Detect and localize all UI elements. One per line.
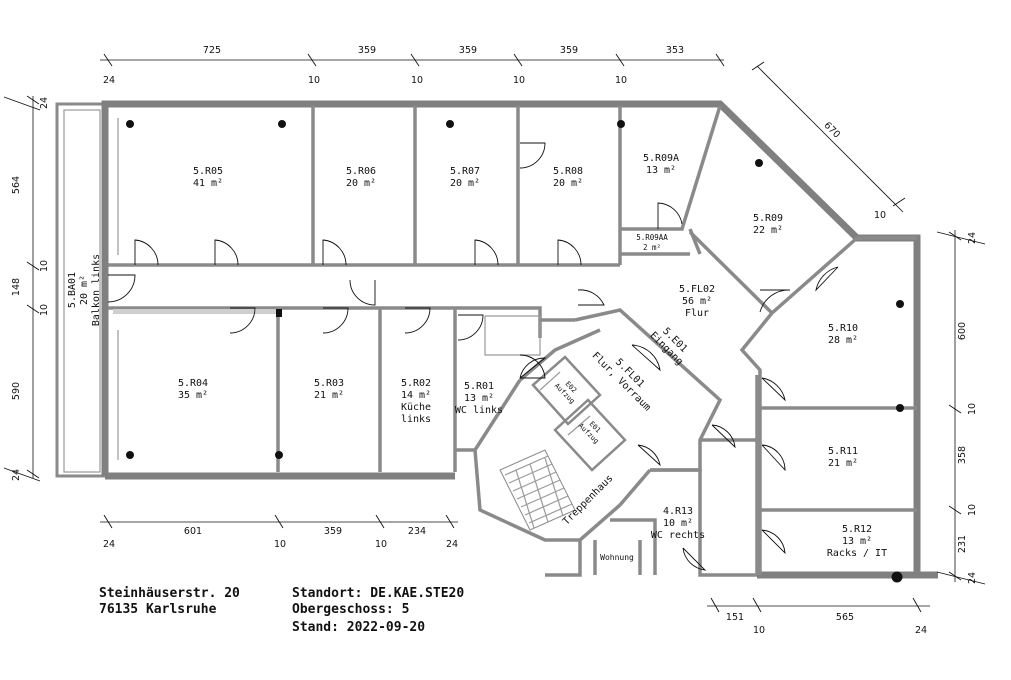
dim-bl-5: 234 (408, 526, 426, 537)
dim-right-5: 231 (957, 535, 968, 553)
room-r07-area: 20 m² (450, 178, 480, 189)
room-r09a-area: 13 m² (646, 165, 676, 176)
dim-top-2: 10 (308, 75, 320, 86)
room-r09-id: 5.R09 (753, 213, 783, 224)
room-r08-id: 5.R08 (553, 166, 583, 177)
room-r08-area: 20 m² (553, 178, 583, 189)
room-fl02-area: 56 m² (682, 296, 712, 307)
room-r11-area: 21 m² (828, 458, 858, 469)
room-r04-id: 5.R04 (178, 378, 208, 389)
footer-floor: Obergeschoss: 5 (292, 602, 409, 617)
room-r06-area: 20 m² (346, 178, 376, 189)
dim-left-5: 590 (11, 382, 22, 400)
dim-diag-0: 670 (821, 120, 842, 141)
dim-left-2: 10 (39, 260, 50, 272)
room-r13-id: 4.R13 (663, 506, 693, 517)
room-r01-id: 5.R01 (464, 381, 494, 392)
dim-bl-3: 359 (324, 526, 342, 537)
dimensions: 24 725 10 359 10 359 10 359 10 353 670 1… (3, 45, 986, 636)
room-r12-area: 13 m² (842, 536, 872, 547)
room-r09aa-id: 5.R09AA (636, 233, 668, 242)
room-r12-id: 5.R12 (842, 524, 872, 535)
footer-site: Standort: DE.KAE.STE20 (292, 586, 464, 601)
dim-bl-0: 24 (103, 539, 115, 550)
dim-bl-2: 10 (274, 539, 286, 550)
dim-bl-4: 10 (375, 539, 387, 550)
room-labels: 5.R05 41 m² 5.R06 20 m² 5.R07 20 m² 5.R0… (67, 153, 887, 562)
room-ba01-name: Balkon links (91, 254, 102, 326)
room-r02-area: 14 m² (401, 390, 431, 401)
room-fl02-id: 5.FL02 (679, 284, 715, 295)
dim-left-0: 24 (39, 97, 50, 109)
room-r04-area: 35 m² (178, 390, 208, 401)
dim-left-6: 24 (11, 469, 22, 481)
dim-left-4: 10 (39, 304, 50, 316)
dim-right-6: 24 (967, 572, 978, 584)
dim-left-3: 148 (11, 278, 22, 296)
room-r09-area: 22 m² (753, 225, 783, 236)
dim-top-7: 359 (560, 45, 578, 56)
room-fl02-name: Flur (685, 308, 709, 319)
room-r09a-id: 5.R09A (643, 153, 679, 164)
dim-top-0: 24 (103, 75, 115, 86)
dim-top-3: 359 (358, 45, 376, 56)
dim-top-6: 10 (513, 75, 525, 86)
room-r13-area: 10 m² (663, 518, 693, 529)
dim-right-1: 600 (957, 322, 968, 340)
room-r03-id: 5.R03 (314, 378, 344, 389)
room-r10-area: 28 m² (828, 335, 858, 346)
room-r05-id: 5.R05 (193, 166, 223, 177)
dim-diag-1: 10 (874, 210, 886, 221)
doors (107, 142, 839, 571)
treppenhaus-label: Treppenhaus (561, 473, 616, 528)
dim-br-0: 151 (726, 612, 744, 623)
dim-br-1: 10 (753, 625, 765, 636)
room-r13-name: WC rechts (651, 530, 705, 541)
walls (55, 100, 938, 579)
dim-br-2: 565 (836, 612, 854, 623)
footer-street: Steinhäuserstr. 20 (99, 586, 240, 601)
dim-top-1: 725 (203, 45, 221, 56)
footer: Steinhäuserstr. 20 76135 Karlsruhe Stand… (99, 586, 464, 635)
room-r07-id: 5.R07 (450, 166, 480, 177)
dim-br-3: 24 (915, 625, 927, 636)
footer-date: Stand: 2022-09-20 (292, 620, 425, 635)
room-r11-id: 5.R11 (828, 446, 858, 457)
room-ba01-area: 20 m² (79, 275, 90, 305)
room-ba01-id: 5.BA01 (67, 272, 78, 308)
wohnung-label: Wohnung (600, 553, 634, 562)
dim-left-1: 564 (11, 176, 22, 194)
dim-bl-1: 601 (184, 526, 202, 537)
room-r02-name1: Küche (401, 402, 431, 413)
room-r01-name: WC links (455, 405, 503, 416)
dim-top-8: 10 (615, 75, 627, 86)
room-r01-area: 13 m² (464, 393, 494, 404)
room-r05-area: 41 m² (193, 178, 223, 189)
room-r03-area: 21 m² (314, 390, 344, 401)
dim-right-0: 24 (967, 232, 978, 244)
fixture-dots (126, 120, 904, 583)
dim-top-9: 353 (666, 45, 684, 56)
stairs (499, 449, 576, 531)
dim-right-2: 10 (967, 403, 978, 415)
dim-top-4: 10 (411, 75, 423, 86)
room-r02-id: 5.R02 (401, 378, 431, 389)
footer-city: 76135 Karlsruhe (99, 602, 217, 617)
dim-bl-6: 24 (446, 539, 458, 550)
room-r09aa-area: 2 m² (643, 243, 661, 252)
dim-right-4: 10 (967, 504, 978, 516)
dim-right-3: 358 (957, 446, 968, 464)
room-r12-name: Racks / IT (827, 548, 887, 559)
room-r02-name2: links (401, 414, 431, 425)
room-r10-id: 5.R10 (828, 323, 858, 334)
dim-top-5: 359 (459, 45, 477, 56)
room-r06-id: 5.R06 (346, 166, 376, 177)
